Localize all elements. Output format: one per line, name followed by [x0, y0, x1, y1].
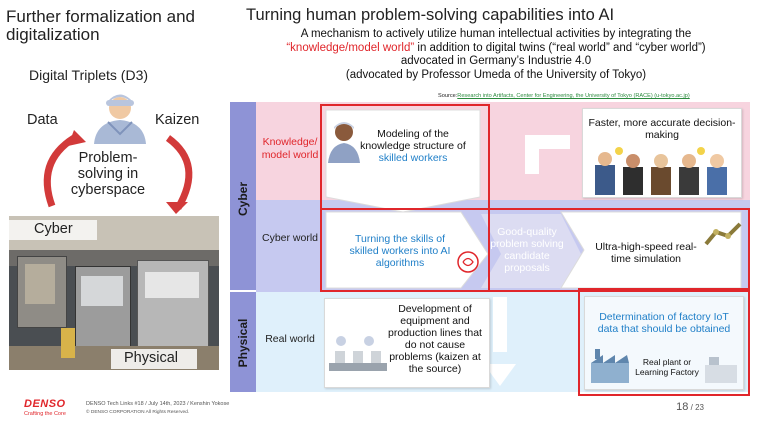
center-hexagon	[481, 214, 581, 288]
box-turning: Turning the skills of skilled workers in…	[349, 233, 451, 269]
box-development-text: Development of equipment and production …	[388, 303, 482, 375]
page-title: Turning human problem-solving capabiliti…	[246, 6, 615, 24]
digital-triplets-label: Digital Triplets (D3)	[29, 67, 149, 83]
problem-solving-text: Problem-solving in cyberspace	[70, 150, 146, 198]
footer-event: DENSO Tech Links #18 / July 14th, 2023 /…	[86, 401, 230, 407]
flow-arrows	[325, 109, 742, 386]
meeting-people-icon	[595, 147, 727, 195]
cyber-row-highlight-frame	[320, 208, 750, 292]
center-text: Good-quality problem solving candidate p…	[490, 226, 564, 274]
denso-tagline: Crafting the Core	[24, 411, 66, 417]
physical-label-bg	[111, 349, 197, 369]
denso-logo: DENSO	[24, 398, 66, 410]
factory-photo	[9, 216, 219, 370]
page-current: 18	[676, 401, 689, 413]
left-title: Further formalization and digitalization	[6, 7, 195, 44]
box-determination-text: Determination of factory IoT data that s…	[597, 311, 731, 335]
box-faster: Faster, more accurate decision-making	[582, 108, 742, 198]
equipment-icon	[705, 357, 737, 383]
skilled-worker-icon	[328, 122, 360, 163]
side-cyber: Cyber	[230, 102, 256, 290]
box-modeling: Modeling of the knowledge structure of s…	[356, 128, 470, 164]
production-line-icon	[329, 336, 387, 371]
subtitle-line-2: “knowledge/model world” in addition to d…	[246, 42, 746, 56]
source-citation: Source:Research into Artifacts, Center f…	[438, 93, 690, 99]
box-determination: Determination of factory IoT data that s…	[584, 296, 744, 390]
cyber-photo-label: Cyber	[34, 221, 73, 237]
subtitle-line-3: advocated in Germany’s Industrie 4.0	[400, 55, 592, 67]
subtitle-line-2-rest: in addition to digital twins (“real worl…	[414, 41, 706, 54]
subtitle-line-1: A mechanism to actively utilize human in…	[300, 28, 692, 40]
knowledge-model-world-highlight: “knowledge/model world”	[286, 41, 415, 54]
page-total: 23	[695, 403, 704, 412]
side-physical: Physical	[230, 292, 256, 392]
box-modeling-text: Modeling of the knowledge structure of	[360, 128, 466, 152]
factory-icon	[591, 349, 629, 383]
physical-row-highlight-frame	[578, 288, 750, 396]
box-development: Development of equipment and production …	[324, 298, 490, 388]
modeling-down-arrow	[325, 109, 481, 213]
row-real-label: Real world	[265, 333, 315, 345]
subtitle: A mechanism to actively utilize human in…	[246, 28, 746, 82]
box-ultra: Ultra-high-speed real-time simulation	[595, 241, 697, 265]
cycle-arrows-icon	[43, 130, 193, 214]
box-faster-text: Faster, more accurate decision-making	[588, 117, 736, 141]
box-modeling-highlight: skilled workers	[378, 152, 448, 164]
side-cyber-label: Cyber	[236, 182, 250, 217]
kaizen-label: Kaizen	[155, 112, 200, 128]
subtitle-line-4: (advocated by Professor Umeda of the Uni…	[345, 68, 647, 81]
side-physical-label: Physical	[236, 318, 250, 368]
brain-icon	[457, 251, 479, 273]
source-prefix: Source:	[438, 93, 458, 99]
cyber-label-bg	[9, 220, 97, 240]
robot-arm-icon	[704, 222, 742, 246]
turning-right-arrow	[325, 211, 489, 289]
worker-icon	[94, 94, 146, 144]
box-realplant-text: Real plant or Learning Factory	[635, 357, 699, 377]
data-label: Data	[27, 112, 58, 128]
row-cyber-label: Cyber world	[261, 232, 319, 244]
page-number: 18 / 23	[676, 401, 704, 413]
physical-photo-label: Physical	[124, 350, 178, 366]
row-knowledge-label: Knowledge/ model world	[261, 136, 319, 161]
page-sep: /	[688, 403, 696, 412]
source-link[interactable]: Research into Artifacts, Center for Engi…	[457, 93, 690, 99]
footer-copyright: © DENSO CORPORATION All Rights Reserved.	[86, 410, 190, 415]
